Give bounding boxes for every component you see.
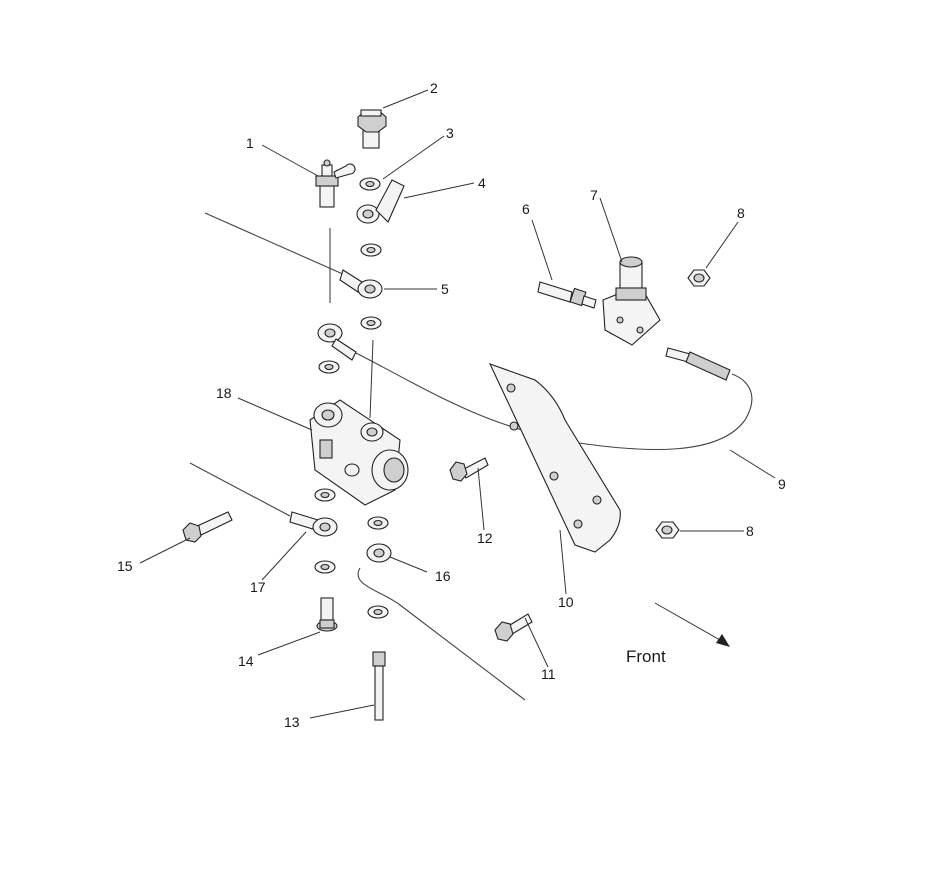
part-5-banjo-fitting (339, 269, 383, 299)
callout-10: 10 (558, 594, 574, 610)
washers (314, 177, 389, 619)
callout-1: 1 (246, 135, 254, 151)
callout-15: 15 (117, 558, 133, 574)
part-10-bracket (488, 363, 621, 553)
callout-12: 12 (477, 530, 493, 546)
callout-17: 17 (250, 579, 266, 595)
part-8-nut-lower (655, 521, 680, 539)
part-1-pressure-switch (315, 159, 356, 208)
part-13-stud (372, 651, 386, 721)
part-4-banjo-hose (356, 179, 405, 224)
brake-line-lower-left (189, 462, 291, 517)
part-16-banjo (366, 543, 392, 563)
callout-5: 5 (441, 281, 449, 297)
front-label: Front (626, 647, 666, 666)
hose-fitting (665, 347, 731, 381)
banjo-fitting-mid (317, 323, 357, 361)
callout-16: 16 (435, 568, 451, 584)
callout-8-lower: 8 (746, 523, 754, 539)
part-15-bolt (182, 511, 233, 543)
part-11-bolt (494, 613, 533, 642)
callout-14: 14 (238, 653, 254, 669)
callout-13: 13 (284, 714, 300, 730)
callout-6: 6 (522, 201, 530, 217)
part-2-banjo-bolt (357, 109, 387, 149)
part-18-valve-body (309, 399, 409, 506)
brake-line-upper (204, 212, 346, 276)
brake-line-9 (349, 349, 753, 451)
part-12-bolt (449, 457, 489, 482)
callout-4: 4 (478, 175, 486, 191)
callout-3: 3 (446, 125, 454, 141)
part-14-bolt (316, 597, 338, 632)
callout-18: 18 (216, 385, 232, 401)
axis-line-2 (369, 339, 374, 419)
brake-line-16 (357, 567, 526, 701)
part-7-valve (602, 256, 661, 346)
callout-8-upper: 8 (737, 205, 745, 221)
leader-lines (139, 89, 776, 719)
part-6-fitting (537, 281, 597, 309)
callout-7: 7 (590, 187, 598, 203)
callout-2: 2 (430, 80, 438, 96)
part-8-nut-upper (687, 269, 711, 287)
front-direction-arrow-icon (654, 602, 730, 647)
callout-11: 11 (541, 666, 556, 682)
callout-9: 9 (778, 476, 786, 492)
part-17-banjo (289, 511, 338, 537)
